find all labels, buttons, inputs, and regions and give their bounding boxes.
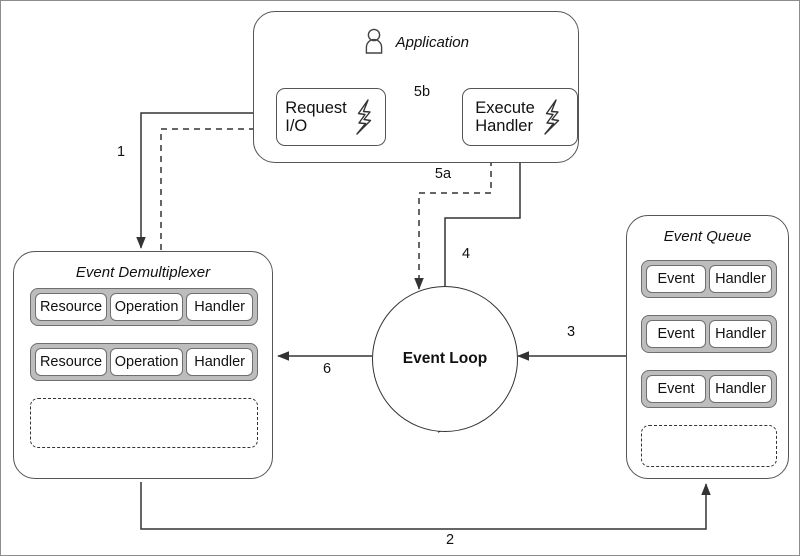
demux-empty-slot [30,398,258,448]
queue-cell-handler: Handler [709,375,772,403]
demux-cell-operation: Operation [109,348,184,376]
demux-cell-handler: Handler [186,293,254,321]
lightning-bolt-icon [541,98,565,136]
node-execute-handler[interactable]: Execute Handler [462,88,578,146]
edge-1-path [136,112,303,249]
queue-empty-slot [641,425,777,467]
event-demultiplexer-title: Event Demultiplexer [75,264,211,281]
event-loop-label: Event Loop [402,350,488,367]
event-demultiplexer-panel: Event Demultiplexer Resource Operation H… [13,251,273,479]
demux-cell-resource: Resource [35,348,107,376]
queue-cell-event: Event [646,375,707,403]
edge-label-5b: 5b [413,84,431,100]
queue-cell-handler: Handler [709,320,772,348]
edge-label-6: 6 [322,361,332,377]
queue-row[interactable]: Event Handler [641,370,777,408]
queue-row[interactable]: Event Handler [641,315,777,353]
edge-label-5a: 5a [434,166,452,182]
queue-cell-event: Event [646,265,707,293]
edge-2-path [140,482,711,530]
edge-5a-path [414,149,492,290]
demux-row[interactable]: Resource Operation Handler [30,343,258,381]
edge-label-2: 2 [445,532,455,548]
demux-cell-operation: Operation [109,293,184,321]
queue-cell-event: Event [646,320,707,348]
application-title: Application [395,34,469,51]
application-panel: Application Request I/O Execute Handler [253,11,579,163]
event-queue-title: Event Queue [663,228,752,245]
lightning-bolt-icon [353,98,377,136]
person-icon [363,28,385,54]
edge-label-4: 4 [461,246,471,262]
event-queue-panel: Event Queue Event Handler Event Handler … [626,215,789,479]
queue-row[interactable]: Event Handler [641,260,777,298]
edge-label-1: 1 [116,144,126,160]
node-request-io-label: Request I/O [285,98,347,135]
application-title-row: Application [254,28,578,54]
edge-label-3: 3 [566,324,576,340]
demux-cell-resource: Resource [35,293,107,321]
demux-row[interactable]: Resource Operation Handler [30,288,258,326]
demux-cell-handler: Handler [186,348,254,376]
event-loop-circle[interactable]: Event Loop [372,286,518,432]
node-execute-handler-label: Execute Handler [475,98,535,135]
node-request-io[interactable]: Request I/O [276,88,386,146]
queue-cell-handler: Handler [709,265,772,293]
edge-dash-req-path [160,124,299,250]
